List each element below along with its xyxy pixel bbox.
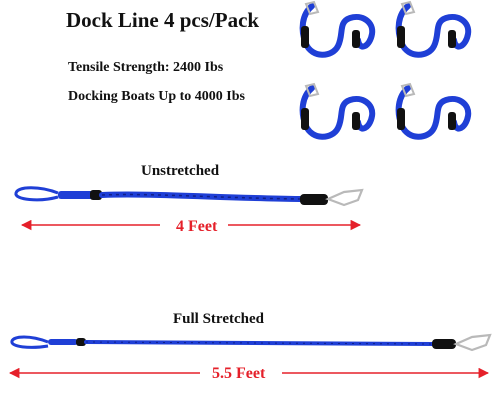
stainless-snap-hook-icon — [325, 188, 364, 207]
unstretched-label: Unstretched — [141, 163, 220, 179]
docking-capacity-text: Docking Boats Up to 4000 Ibs — [68, 89, 245, 104]
rope-loop-icon — [14, 186, 59, 202]
stainless-snap-hook-icon — [453, 333, 492, 352]
stretched-length-label: 5.5 Feet — [212, 365, 266, 382]
rope-loop-icon — [10, 335, 49, 349]
tensile-strength-text: Tensile Strength: 2400 Ibs — [68, 60, 224, 75]
stretched-dock-line — [10, 333, 492, 352]
coiled-dock-line-2 — [395, 0, 472, 58]
full-stretched-label: Full Stretched — [173, 311, 264, 327]
unstretched-dock-line — [14, 186, 364, 207]
coiled-dock-line-1 — [299, 0, 376, 58]
coiled-dock-line-4 — [395, 82, 472, 140]
product-title: Dock Line 4 pcs/Pack — [66, 8, 260, 32]
unstretched-length-label: 4 Feet — [176, 218, 218, 235]
coiled-dock-line-3 — [299, 82, 376, 140]
